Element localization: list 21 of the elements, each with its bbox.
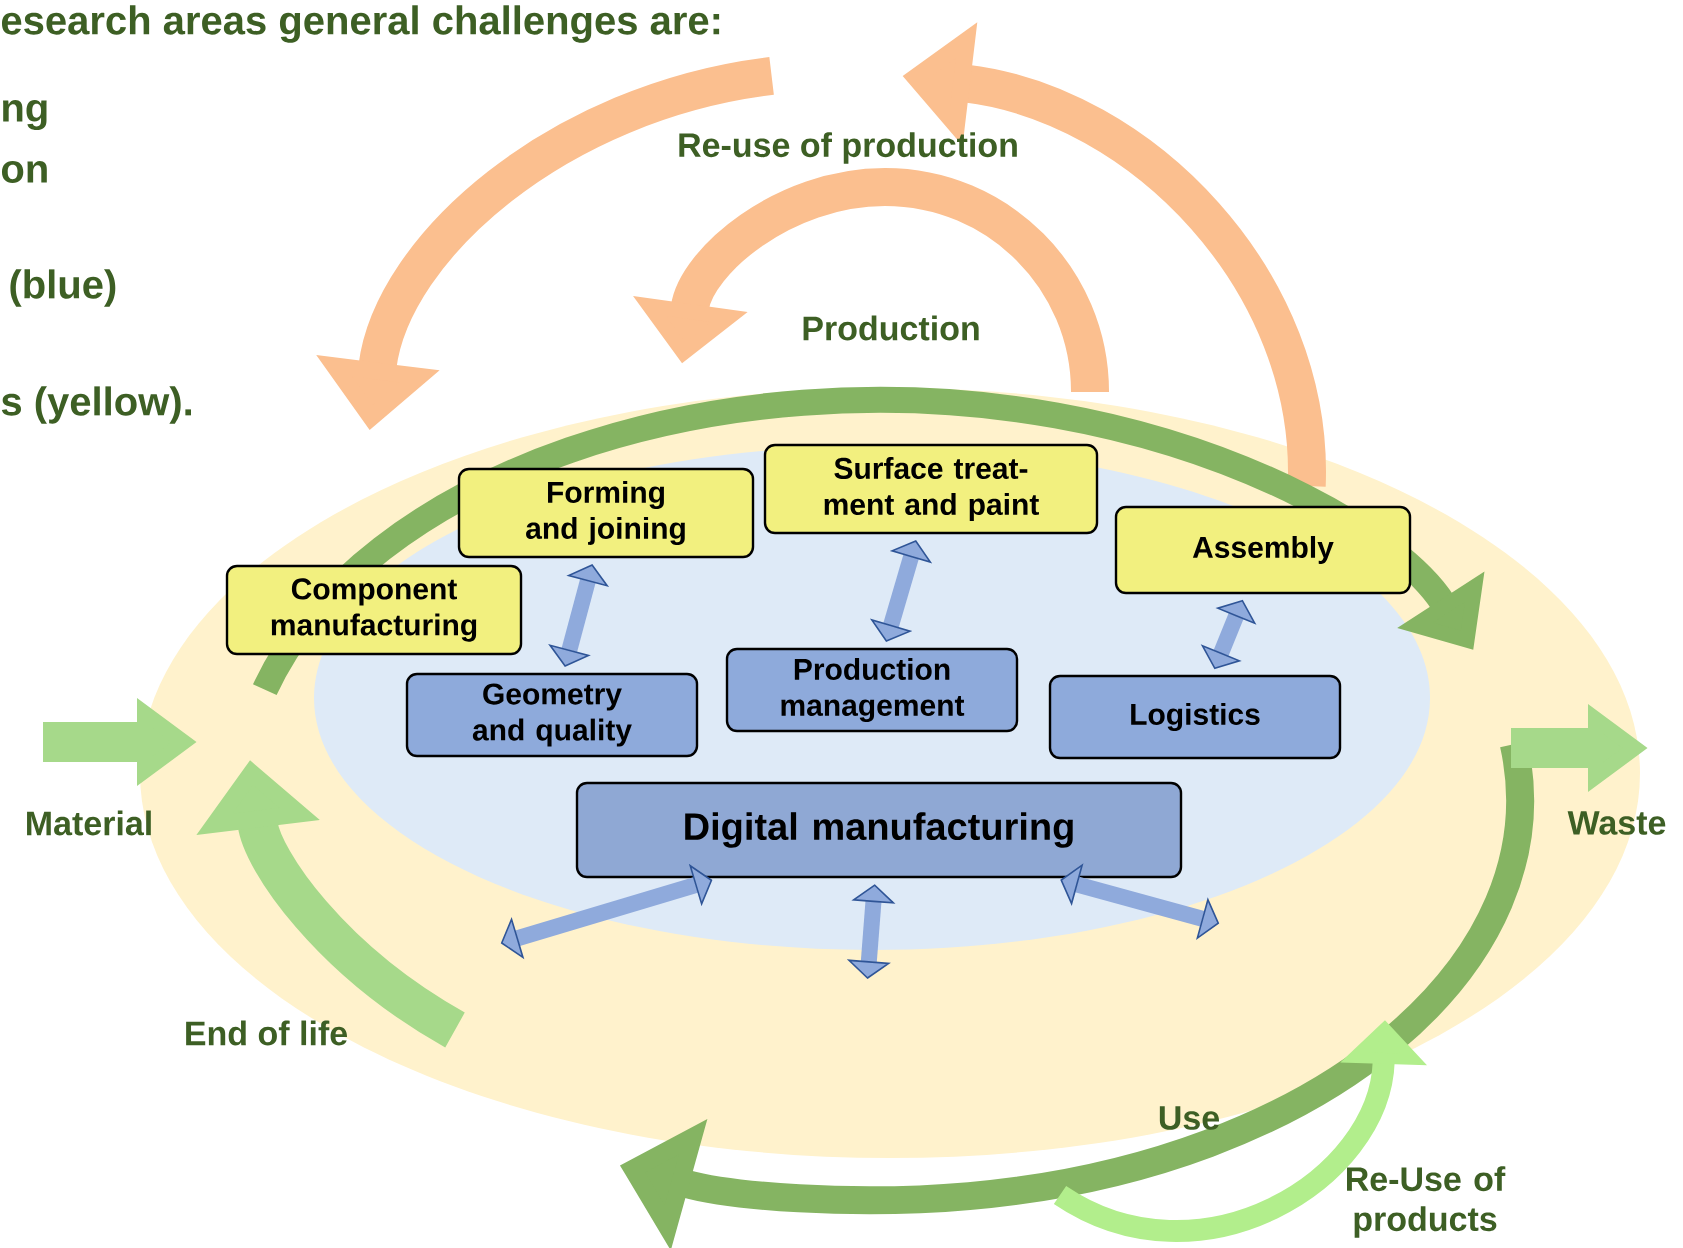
process-box: Component manufacturing xyxy=(225,564,523,656)
process-box: Production management xyxy=(725,647,1019,733)
process-box: Geometry and quality xyxy=(405,672,699,758)
cycle-label: Re-Use of products xyxy=(1347,1166,1506,1238)
cycle-label: Production xyxy=(803,315,979,341)
process-box: Forming and joining xyxy=(457,467,755,559)
process-box: Logistics xyxy=(1048,674,1342,760)
cycle-label: Material xyxy=(27,810,151,836)
body-text: esearch areas general challenges are: xyxy=(2,5,720,43)
body-text: on xyxy=(2,161,47,183)
body-text: (blue) xyxy=(10,269,116,307)
cycle-label: Re-use of production xyxy=(679,132,1017,164)
body-text: s (yellow). xyxy=(1,386,191,424)
double-arrow xyxy=(500,863,713,960)
process-box: Surface treat-ment and paint xyxy=(763,443,1099,535)
process-box: Digital manufacturing xyxy=(575,781,1183,879)
process-box: Assembly xyxy=(1114,505,1412,595)
cycle-label: Use xyxy=(1159,1106,1220,1130)
cycle-label: Waste xyxy=(1567,811,1666,835)
cycle-label: End of life xyxy=(186,1020,347,1046)
body-text: ng xyxy=(3,100,47,130)
